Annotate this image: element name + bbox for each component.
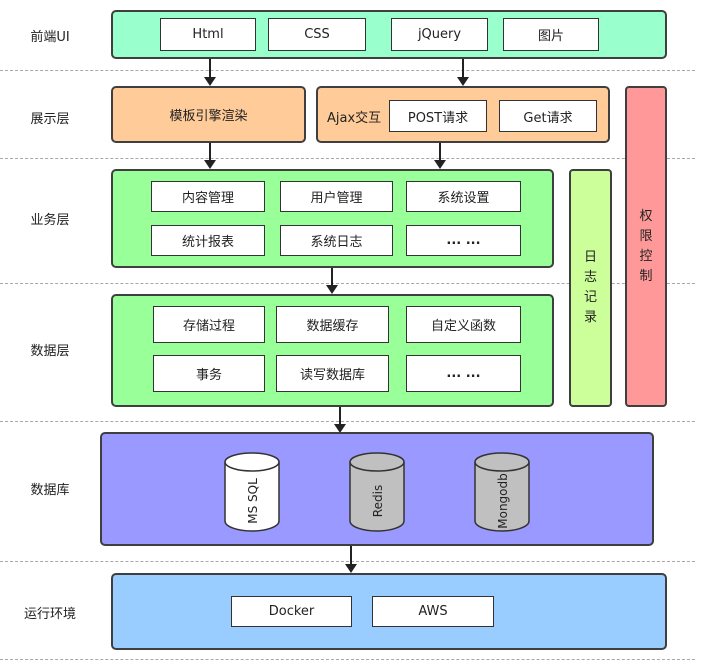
arrow-down	[326, 268, 338, 294]
get-request-box: Get请求	[499, 100, 597, 132]
layer-separator	[0, 283, 695, 284]
aws-box: AWS	[372, 596, 494, 627]
mongodb-cylinder: Mongodb	[474, 452, 530, 532]
data-item: 事务	[153, 355, 265, 392]
redis-cylinder: Redis	[349, 452, 405, 532]
business-item: 内容管理	[151, 181, 265, 212]
permission-control-label: 权限控制	[639, 208, 653, 284]
redis-label: Redis	[371, 485, 385, 517]
template-engine-label: 模板引擎渲染	[169, 109, 248, 124]
business-item: 统计报表	[151, 225, 265, 256]
layer-separator	[0, 561, 695, 562]
log-record-bar: 日志记录	[569, 169, 612, 407]
business-item: 系统日志	[280, 225, 393, 256]
frontend-item-image: 图片	[503, 18, 599, 51]
mssql-label: MS SQL	[246, 478, 260, 524]
frontend-item-css: CSS	[268, 18, 366, 51]
arrow-down	[457, 59, 469, 86]
layer-separator	[0, 659, 695, 660]
layer-label-data: 数据层	[30, 344, 70, 359]
post-request-box: POST请求	[389, 100, 487, 132]
arrow-down	[204, 143, 216, 169]
data-item: 存储过程	[153, 306, 265, 343]
layer-separator	[0, 158, 695, 159]
arrow-down	[204, 59, 216, 86]
docker-box: Docker	[231, 596, 352, 627]
business-item: ... ...	[406, 225, 521, 256]
business-item: 系统设置	[406, 181, 521, 212]
layer-label-frontend: 前端UI	[30, 30, 70, 45]
business-item: 用户管理	[280, 181, 393, 212]
frontend-item-html: Html	[160, 18, 256, 51]
template-engine-box: 模板引擎渲染	[111, 86, 306, 143]
mssql-cylinder: MS SQL	[224, 452, 280, 532]
permission-control-bar: 权限控制	[625, 86, 667, 407]
ajax-label: Ajax交互	[327, 111, 382, 126]
layer-label-database: 数据库	[30, 483, 70, 498]
arrow-down	[434, 143, 446, 169]
layer-separator	[0, 70, 695, 71]
data-item: 自定义函数	[406, 306, 521, 343]
mongodb-label: Mongodb	[496, 473, 510, 529]
layer-label-runtime: 运行环境	[23, 607, 76, 622]
layer-label-business: 业务层	[30, 213, 70, 228]
arrow-down	[334, 407, 346, 433]
data-item: ... ...	[406, 355, 521, 392]
arrow-down	[345, 546, 357, 573]
data-item: 数据缓存	[276, 306, 389, 343]
frontend-item-jquery: jQuery	[391, 18, 488, 51]
data-item: 读写数据库	[276, 355, 389, 392]
layer-label-presentation: 展示层	[30, 112, 70, 127]
layer-separator	[0, 421, 695, 422]
log-record-label: 日志记录	[583, 250, 597, 325]
